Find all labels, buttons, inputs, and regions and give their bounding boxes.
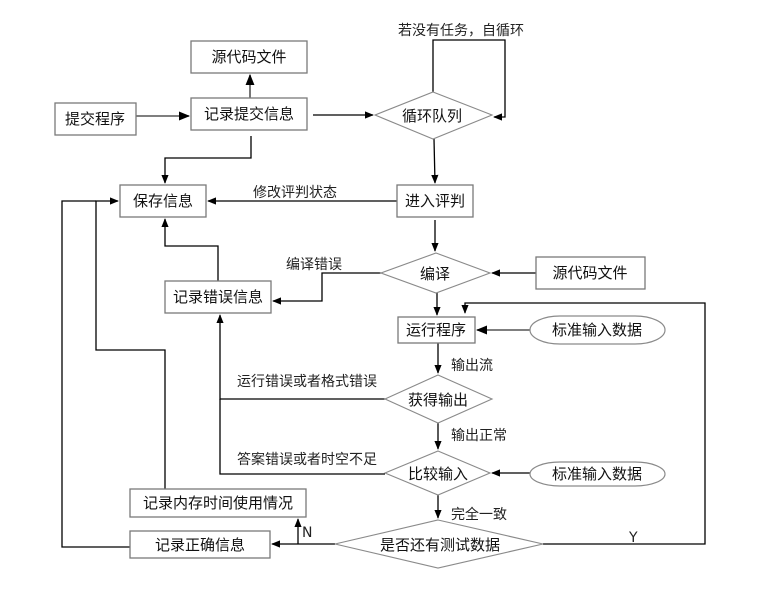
label-self-loop: 若没有任务，自循环 bbox=[398, 23, 524, 39]
label-yes: Y bbox=[628, 530, 638, 546]
node-save-info: 保存信息 bbox=[119, 184, 207, 218]
node-record-submission: 记录提交信息 bbox=[190, 97, 308, 131]
node-label: 记录内存时间使用情况 bbox=[143, 494, 293, 512]
node-label: 是否还有测试数据 bbox=[380, 536, 500, 554]
label-output-normal: 输出正常 bbox=[451, 428, 507, 444]
node-label: 标准输入数据 bbox=[552, 321, 642, 339]
node-get-output: 获得输出 bbox=[383, 374, 494, 424]
node-label: 保存信息 bbox=[133, 192, 193, 210]
node-label: 获得输出 bbox=[408, 391, 468, 409]
node-label: 比较输入 bbox=[408, 465, 468, 483]
node-label: 记录正确信息 bbox=[155, 536, 245, 554]
node-source-file-right: 源代码文件 bbox=[535, 256, 646, 290]
node-source-file-top: 源代码文件 bbox=[190, 40, 308, 74]
node-label: 记录错误信息 bbox=[173, 288, 263, 306]
node-label: 记录提交信息 bbox=[204, 105, 294, 123]
node-std-input-2: 标准输入数据 bbox=[529, 461, 666, 487]
node-label: 编译 bbox=[420, 265, 450, 283]
node-record-error: 记录错误信息 bbox=[164, 280, 272, 314]
node-compare-input: 比较输入 bbox=[383, 450, 492, 496]
node-more-test-data: 是否还有测试数据 bbox=[334, 519, 544, 569]
label-output-stream: 输出流 bbox=[451, 358, 493, 374]
node-label: 源代码文件 bbox=[552, 264, 627, 282]
edge-compile-to-error bbox=[272, 272, 381, 305]
edge-queue-to-judge bbox=[431, 138, 439, 184]
node-submit-program: 提交程序 bbox=[54, 102, 137, 136]
edge-compare-to-error bbox=[219, 399, 385, 475]
label-modify-status: 修改评判状态 bbox=[253, 185, 337, 201]
edge-more-yes-to-run bbox=[461, 302, 706, 545]
edge-error-to-save bbox=[161, 218, 219, 281]
node-run-program: 运行程序 bbox=[397, 316, 476, 344]
edge-queue-self-loop bbox=[432, 39, 506, 121]
node-record-correct: 记录正确信息 bbox=[129, 530, 271, 559]
node-label: 提交程序 bbox=[65, 110, 125, 128]
label-compile-error: 编译错误 bbox=[286, 257, 342, 273]
node-label: 标准输入数据 bbox=[552, 465, 642, 483]
edge-record-to-save bbox=[161, 136, 252, 184]
node-loop-queue: 循环队列 bbox=[373, 91, 494, 140]
node-label: 源代码文件 bbox=[211, 48, 286, 66]
label-no: N bbox=[302, 525, 312, 541]
node-enter-judge: 进入评判 bbox=[396, 184, 474, 218]
node-label: 进入评判 bbox=[405, 192, 465, 210]
edge-correct-to-save bbox=[61, 200, 130, 548]
label-exact-match: 完全一致 bbox=[451, 506, 507, 523]
edge-memory-to-save bbox=[95, 197, 166, 489]
node-label: 运行程序 bbox=[406, 321, 466, 339]
node-std-input-1: 标准输入数据 bbox=[529, 315, 666, 345]
node-label: 循环队列 bbox=[402, 107, 462, 125]
label-runtime-format-error: 运行错误或者格式错误 bbox=[237, 374, 377, 390]
edges bbox=[61, 39, 706, 548]
node-record-memory-time: 记录内存时间使用情况 bbox=[129, 488, 307, 518]
node-compile: 编译 bbox=[379, 252, 492, 294]
label-wrong-or-limit: 答案错误或者时空不足 bbox=[237, 451, 377, 468]
